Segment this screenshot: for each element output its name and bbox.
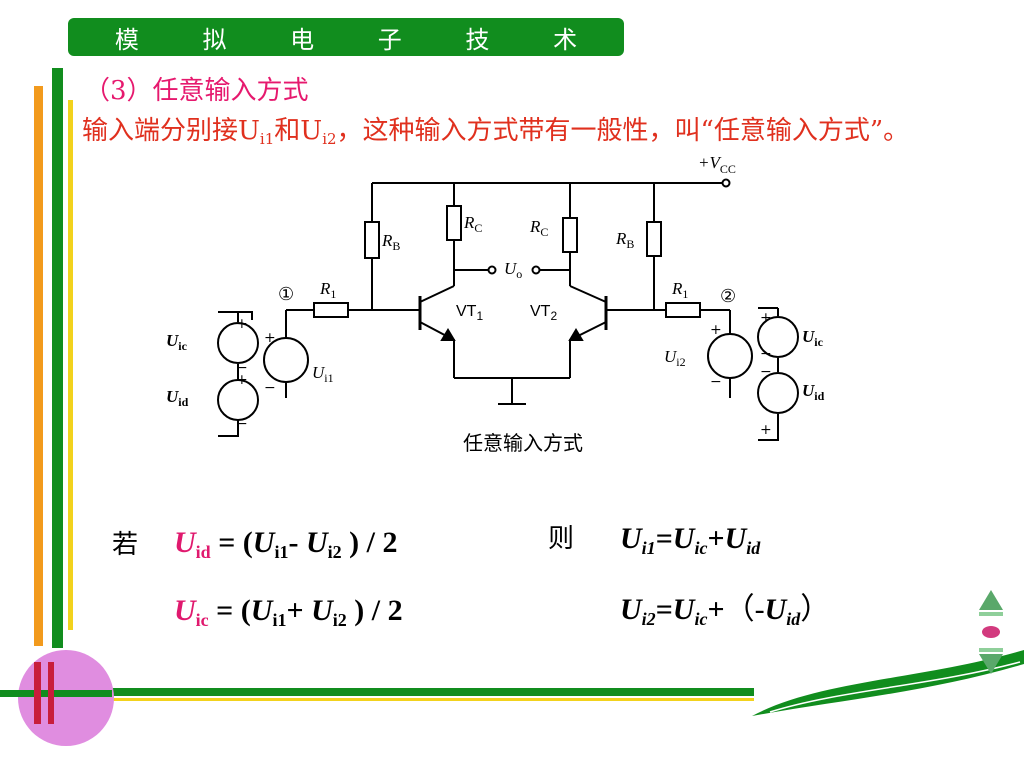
green-bottom-rule	[66, 688, 754, 696]
rc-right-label: RC	[529, 217, 548, 239]
vt2-label: VT2	[530, 303, 557, 323]
intro-text-a: 输入端分别接U	[82, 116, 260, 146]
vt1-collector	[419, 285, 455, 303]
plus-uid-left: +	[236, 372, 248, 388]
ui2-label: Ui2	[664, 347, 686, 369]
uid-left-source	[217, 379, 259, 421]
green-vertical-bar	[52, 68, 63, 648]
minus-ui2: −	[710, 374, 722, 390]
vt2-collector	[569, 285, 607, 303]
uid-left-label: Uid	[166, 387, 189, 409]
vcc-terminal	[721, 178, 731, 188]
vt2-emitter-arrow	[568, 328, 584, 341]
r1-right-label: R1	[671, 279, 688, 301]
uo-left-terminal	[487, 265, 497, 275]
plus-uic-left: +	[236, 316, 248, 332]
ui1-formula: Ui1=Uic+Uid	[620, 522, 761, 558]
cross-bar-red	[34, 662, 41, 724]
yellow-bottom-rule	[66, 698, 754, 701]
uo-label: Uo	[504, 259, 522, 281]
intro-sub-2: i2	[322, 130, 337, 148]
up-arrow-base	[979, 612, 1003, 616]
uic-right-label: Uic	[802, 327, 824, 349]
rc-left-label: RC	[463, 213, 482, 235]
rc-right-resistor	[562, 217, 578, 253]
title-text: 模 拟 电 子 技 术	[114, 25, 606, 54]
plus-uic-right: +	[760, 310, 772, 326]
rb-right-resistor	[646, 221, 662, 257]
uid-right-label: Uid	[802, 381, 825, 403]
down-arrow-icon[interactable]	[979, 654, 1003, 674]
r1-right-resistor	[665, 302, 701, 318]
r1-left-label: R1	[319, 279, 336, 301]
rb-right-label: RB	[615, 229, 634, 251]
minus-uic-right: −	[760, 346, 772, 362]
ui1-label: Ui1	[312, 363, 334, 385]
orange-bar	[34, 86, 43, 646]
uic-left-label: Uic	[166, 331, 188, 353]
up-arrow-icon[interactable]	[979, 590, 1003, 610]
pink-circle	[18, 650, 114, 746]
intro-text-b: 和U	[274, 116, 323, 146]
minus-uid-left: −	[236, 416, 248, 432]
rc-left-resistor	[446, 205, 462, 241]
intro-sub-1: i1	[259, 130, 275, 148]
green-swoosh-inner	[769, 661, 1021, 713]
ui2-source	[707, 333, 753, 379]
down-arrow-base	[979, 648, 1003, 652]
yellow-bar	[68, 100, 73, 630]
rb-left-label: RB	[381, 231, 400, 253]
minus-ui1: −	[264, 380, 276, 396]
minus-uic-left: −	[236, 360, 248, 376]
rb-left-resistor	[364, 221, 380, 259]
minus-uid-right: −	[760, 364, 772, 380]
node-1-label: ①	[278, 284, 294, 305]
left-stack-wire	[218, 311, 253, 437]
node-2-label: ②	[720, 286, 736, 307]
cross-bar-red-2	[48, 662, 54, 724]
nav-controls[interactable]	[976, 588, 1006, 678]
uo-right-terminal	[531, 265, 541, 275]
intro-text-c: ，这种输入方式带有一般性，叫“任意输入方式”。	[336, 116, 910, 146]
circuit-diagram: +VCC RB RC RC RB Uo R1 R1 VT1 VT2 ① ② Ui…	[166, 153, 825, 441]
vt1-emitter-arrow	[440, 328, 456, 341]
cross-bar-horizontal	[0, 690, 112, 697]
uid-formula: Uid = (Ui1- Ui2 ) / 2	[174, 526, 398, 562]
r1-left-resistor	[313, 302, 349, 318]
vt1-label: VT1	[456, 303, 483, 323]
vcc-label: +VCC	[698, 153, 736, 176]
uic-formula: Uic = (Ui1+ Ui2 ) / 2	[174, 594, 403, 630]
home-dot-icon[interactable]	[982, 626, 1000, 638]
section-heading: （3）任意输入方式	[84, 76, 309, 106]
uic-right-source	[757, 316, 799, 358]
uid-right-source	[757, 372, 799, 414]
plus-ui1: +	[264, 330, 276, 346]
if-word: 若	[112, 530, 139, 560]
emitter-common	[454, 377, 570, 404]
ui1-source	[263, 337, 309, 383]
then-word: 则	[548, 524, 575, 554]
ui2-formula: Ui2=Uic+（-Uid）	[620, 593, 831, 629]
uic-left-source	[217, 322, 259, 364]
plus-uid-right: +	[760, 422, 772, 438]
right-stack-wire	[758, 307, 779, 441]
intro-paragraph: 输入端分别接Ui1和Ui2，这种输入方式带有一般性，叫“任意输入方式”。	[82, 112, 992, 150]
plus-ui2: +	[710, 322, 722, 338]
title-bar: 模 拟 电 子 技 术	[68, 18, 624, 56]
circuit-caption: 任意输入方式	[463, 431, 583, 455]
